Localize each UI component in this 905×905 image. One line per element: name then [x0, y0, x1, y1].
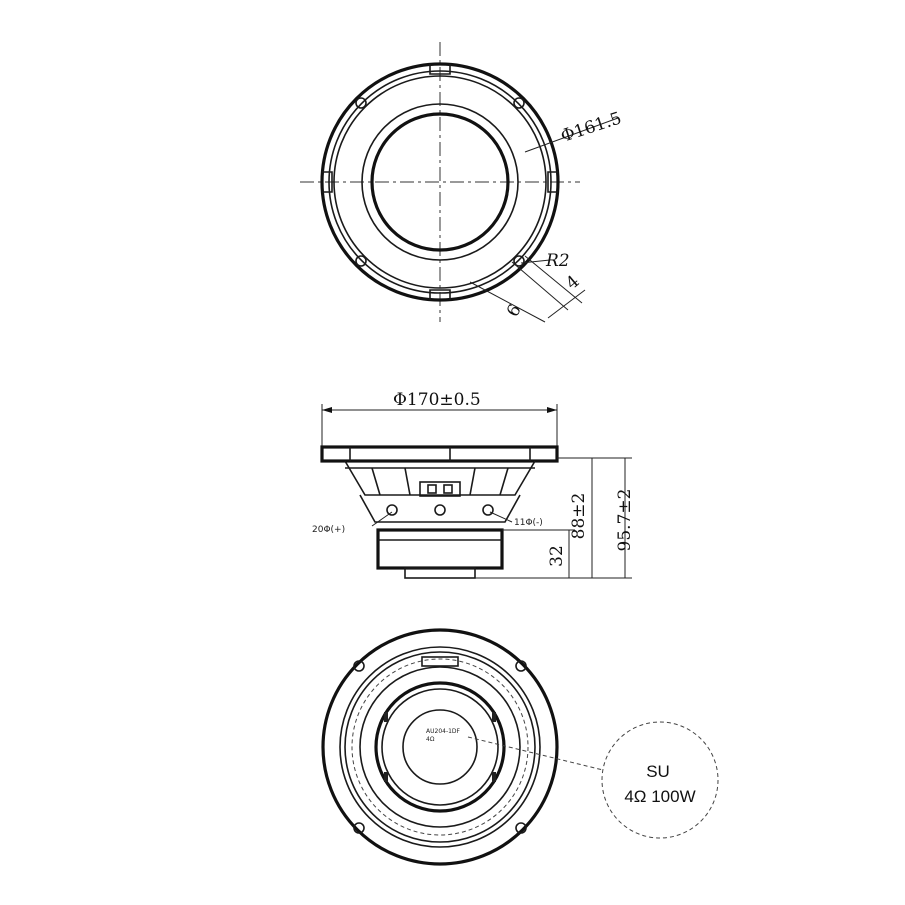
mount-hole-br	[513, 255, 525, 267]
rim-notch-top	[429, 64, 451, 75]
bottom-spider-ring	[351, 658, 529, 836]
bottom-hole-br	[515, 822, 527, 834]
mount-hole-bl	[355, 255, 367, 267]
magnet-outer-circle	[374, 681, 506, 813]
bottom-hole-tr	[515, 660, 527, 672]
frame-flange	[320, 445, 559, 463]
vent-mark-4	[492, 772, 496, 782]
cone-circle	[370, 112, 510, 252]
vent-hole-3	[482, 504, 494, 516]
callout-circle	[601, 721, 719, 839]
terminal-right	[443, 484, 453, 494]
side-view: Φ170±0.5 20Φ(+) 11Φ(-)	[312, 390, 635, 579]
height-total-label: 95.7±2	[615, 489, 635, 552]
bottom-basket-ring	[344, 651, 536, 843]
cap-text-line1: AU204-1DF	[426, 728, 461, 735]
pole-cap-circle	[402, 709, 478, 785]
gasket-circle	[333, 75, 547, 289]
radius-leader	[520, 259, 551, 264]
dim-6-line	[469, 281, 546, 323]
terminal-block	[419, 481, 461, 497]
rim-notch-left	[322, 171, 333, 193]
mount-hole-tl	[355, 97, 367, 109]
diameter-leader	[524, 117, 619, 153]
basket-spoke-4	[499, 467, 509, 496]
pole-piece	[404, 567, 476, 579]
bottom-view: AU204-1DF 4Ω SU 4Ω 100W	[321, 628, 719, 866]
dim-4-label: 4	[562, 272, 583, 294]
pos-leader	[371, 511, 393, 527]
vent-mark-3	[384, 772, 388, 782]
vent-mark-2	[492, 712, 496, 722]
dim-4-line	[547, 289, 586, 319]
hole-dim-line-a	[511, 261, 569, 311]
bottom-basket-inner	[359, 666, 521, 828]
bottom-frame-circle	[321, 628, 559, 866]
height-magnet-label: 32	[547, 545, 567, 567]
surround-outer-circle	[361, 103, 519, 261]
height-mount-label: 88±2	[569, 493, 589, 540]
rim-notch-right	[547, 171, 558, 193]
dim-6-label: 6	[503, 301, 526, 320]
callout-line2: 4Ω 100W	[624, 787, 695, 806]
basket-spoke-1	[371, 467, 381, 496]
cap-text-line2: 4Ω	[426, 736, 435, 743]
basket-spoke-3	[469, 467, 476, 496]
width-label: Φ170±0.5	[393, 390, 481, 410]
basket-spoke-2	[404, 467, 411, 496]
bottom-hole-bl	[353, 822, 365, 834]
rim-notch-bottom	[429, 289, 451, 300]
terminal-left	[427, 484, 437, 494]
top-view: Φ161.5 R2 4 6	[300, 42, 624, 323]
callout-line1: SU	[646, 762, 670, 781]
bottom-basket-outer	[339, 646, 541, 848]
outer-frame-circle	[320, 62, 560, 302]
magnet-inner-circle	[381, 688, 499, 806]
lower-basket	[359, 494, 521, 523]
vent-hole-2	[434, 504, 446, 516]
mount-hole-tr	[513, 97, 525, 109]
hole-dim-line-b	[524, 255, 583, 304]
basket-outline	[344, 460, 536, 496]
terminal-neg-label: 11Φ(-)	[514, 518, 543, 528]
width-arrow-left	[322, 407, 332, 413]
terminal-pos-label: 20Φ(+)	[312, 525, 345, 535]
radius-label: R2	[545, 251, 570, 271]
vent-mark-1	[384, 712, 388, 722]
bottom-hole-tl	[353, 660, 365, 672]
neg-leader	[489, 511, 513, 523]
diameter-label: Φ161.5	[558, 108, 624, 146]
callout-leader	[467, 736, 604, 771]
frame-inner-circle	[328, 70, 552, 294]
vent-hole-1	[386, 504, 398, 516]
magnet	[376, 528, 504, 570]
width-arrow-right	[547, 407, 557, 413]
bottom-terminal	[421, 656, 459, 667]
